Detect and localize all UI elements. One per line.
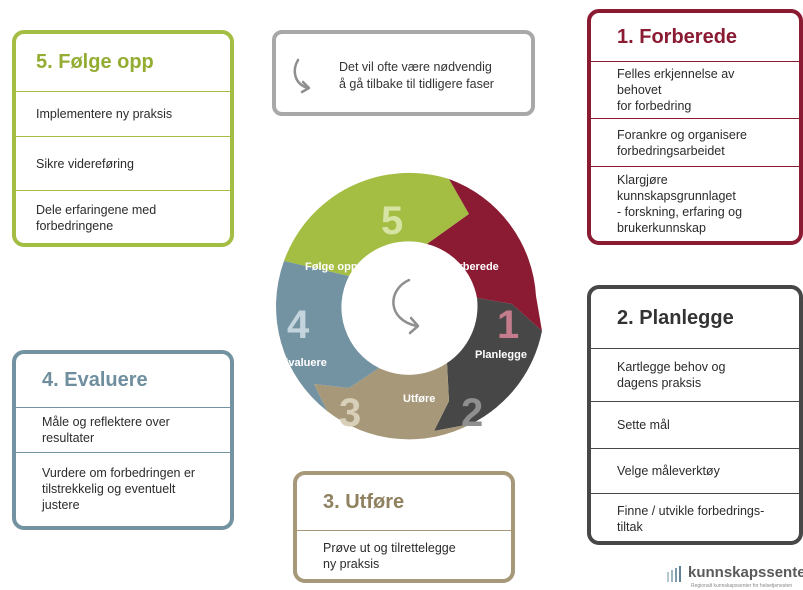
list-item: Sette mål [591, 401, 799, 448]
cycle-segment-2 [434, 298, 542, 431]
cycle-diagram: 5 1 2 3 4 Følge opp Forberede Planlegge … [276, 172, 542, 440]
segment-number-5: 5 [381, 199, 403, 243]
segment-label-3: Utføre [403, 393, 435, 405]
phase-2-title: 2. Planlegge [617, 307, 734, 329]
cycle-segment-1 [427, 179, 542, 331]
phase-5-title: 5. Følge opp [36, 51, 154, 73]
list-item: Finne / utvikle forbedrings-tiltak [591, 493, 799, 541]
segment-label-5: Følge opp [305, 261, 358, 273]
cycle-segment-4 [276, 261, 379, 411]
segment-label-1: Forberede [445, 261, 499, 273]
logo-text: kunnskapssenteret [688, 564, 803, 581]
bar-logo-icon [667, 566, 681, 582]
list-item: Sikre videreføring [16, 136, 230, 190]
segment-number-3: 3 [339, 391, 361, 435]
note-box: Det vil ofte være nødvendig å gå tilbake… [272, 30, 535, 116]
phase-1-box: 1. Forberede Felles erkjennelse av behov… [587, 9, 803, 245]
segment-number-4: 4 [287, 303, 310, 347]
segment-label-4: Evaluere [281, 357, 327, 369]
cycle-segment-5 [284, 172, 469, 276]
phase-1-title: 1. Forberede [617, 25, 738, 48]
phase-5-box: 5. Følge opp Implementere ny praksis Sik… [12, 30, 234, 247]
cycle-segment-3 [314, 363, 471, 440]
logo-subtext: Regionalt kunnskapssenter for helsetjene… [691, 583, 793, 589]
cycle-arrow-icon [392, 278, 420, 335]
segment-number-1: 1 [497, 303, 519, 347]
list-item: Velge måleverktøy [591, 448, 799, 493]
list-item: Klargjøre kunnskapsgrunnlaget- forskning… [591, 166, 799, 241]
note-text: Det vil ofte være nødvendig å gå tilbake… [339, 60, 494, 91]
segment-label-2: Planlegge [475, 349, 527, 361]
phase-4-title: 4. Evaluere [42, 369, 148, 391]
phase-3-title: 3. Utføre [323, 491, 405, 513]
segment-number-2: 2 [461, 391, 483, 435]
list-item: Implementere ny praksis [16, 91, 230, 136]
return-arrow-icon [293, 58, 311, 94]
